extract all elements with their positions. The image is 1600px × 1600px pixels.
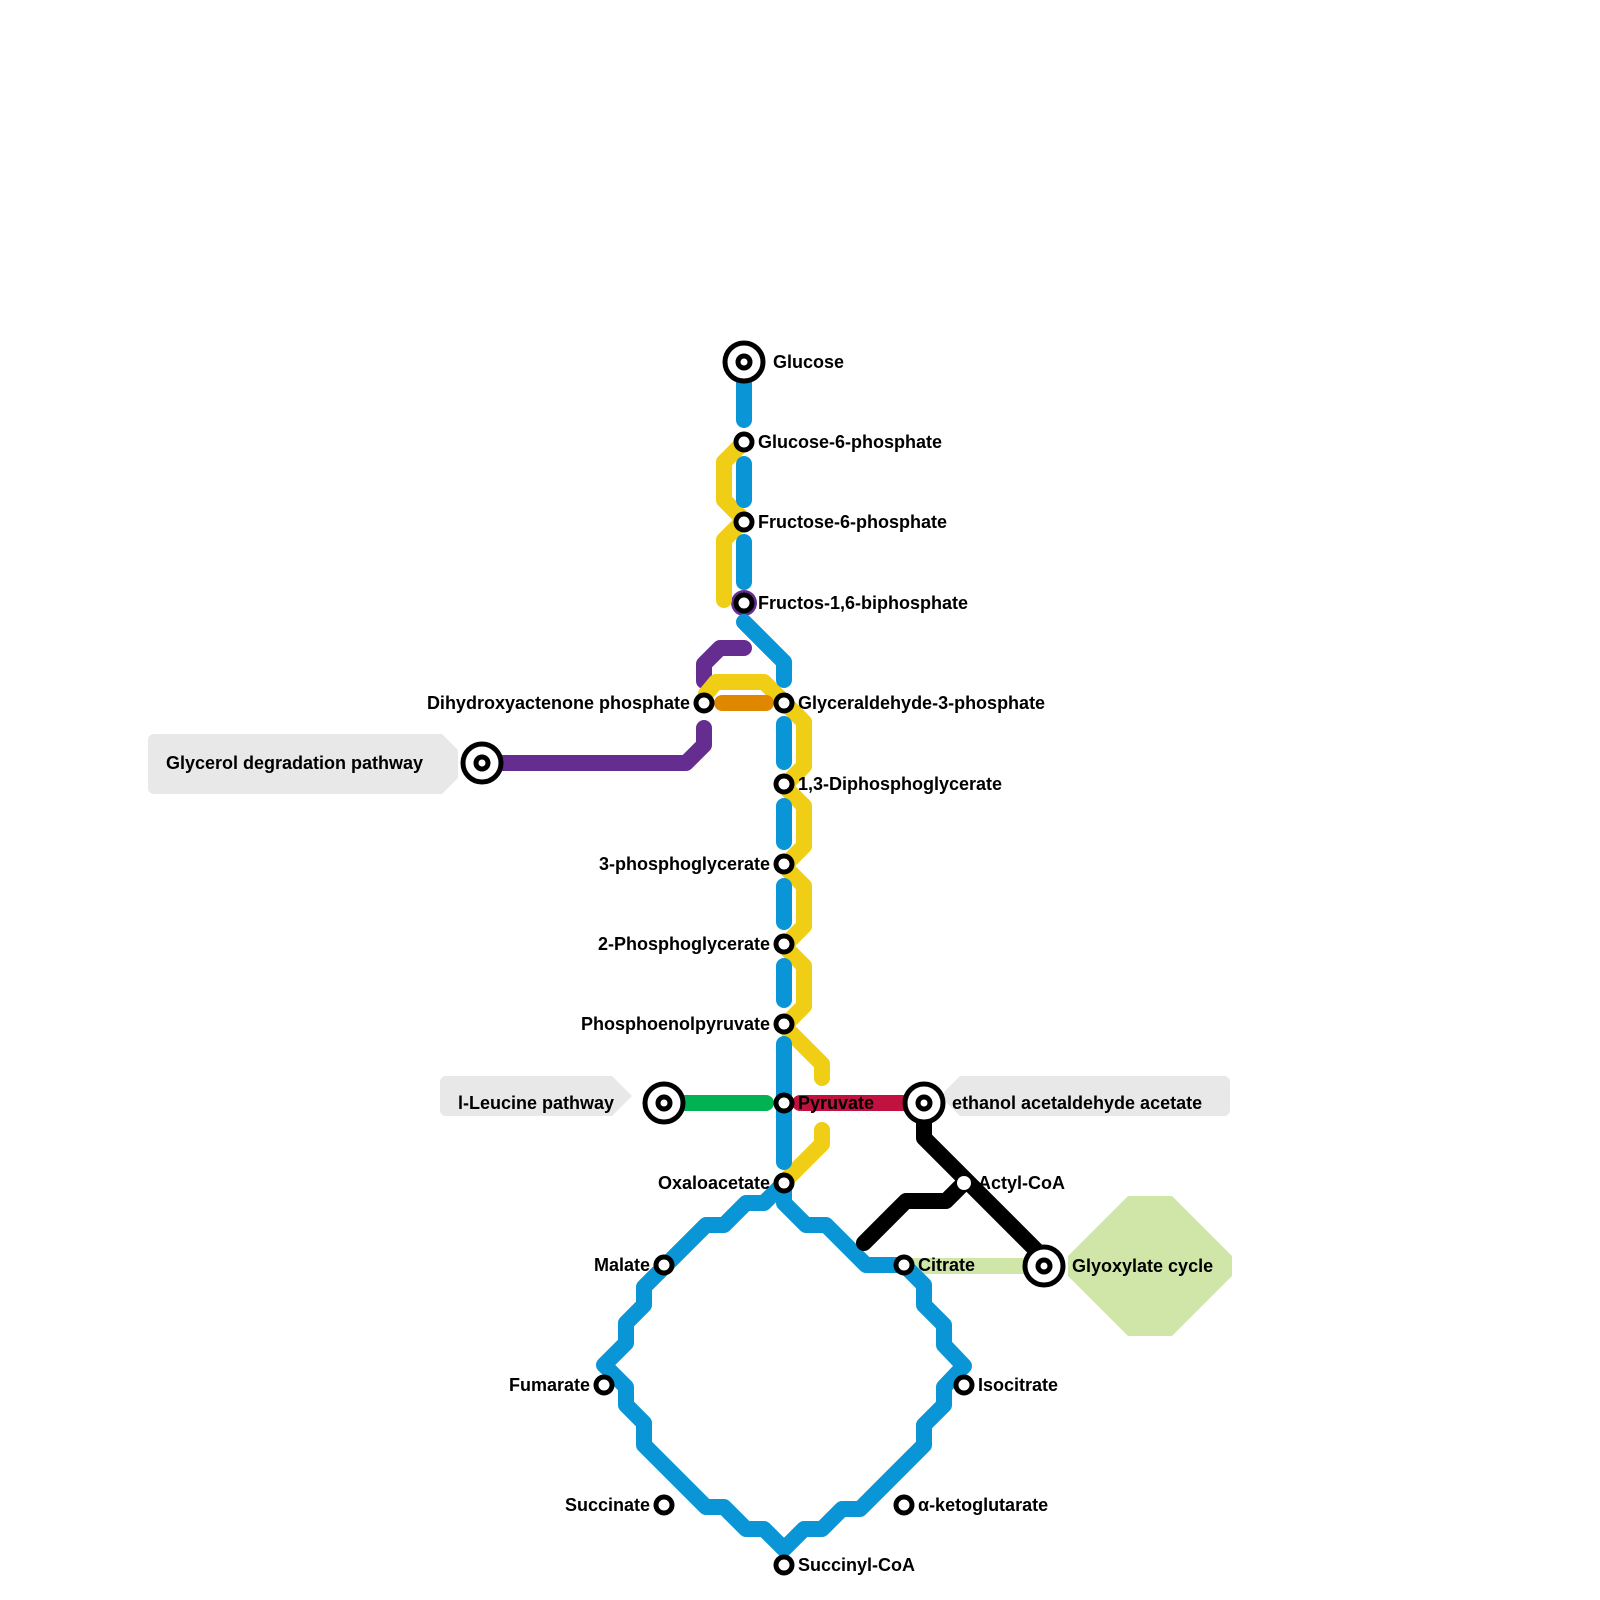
terminal-ethanol[interactable] bbox=[902, 1081, 946, 1125]
station-3pg[interactable] bbox=[773, 853, 795, 875]
station-13bpg[interactable] bbox=[773, 773, 795, 795]
station-glucose[interactable] bbox=[722, 340, 766, 384]
station-oxaloacetate[interactable] bbox=[773, 1172, 795, 1194]
label-acetyl-coa: Actyl-CoA bbox=[978, 1173, 1065, 1193]
label-pyruvate: Pyruvate bbox=[798, 1093, 874, 1113]
terminal-leucine[interactable] bbox=[642, 1081, 686, 1125]
label-leucine-terminal: l-Leucine pathway bbox=[458, 1093, 614, 1113]
station-2pg[interactable] bbox=[773, 933, 795, 955]
label-glucose: Glucose bbox=[773, 352, 844, 372]
label-malate: Malate bbox=[594, 1255, 650, 1275]
terminal-glyoxylate[interactable] bbox=[1022, 1244, 1066, 1288]
glycerol-upper-line bbox=[696, 640, 752, 689]
ethanol-terminal-box bbox=[940, 1076, 1230, 1116]
label-f6p: Fructose-6-phosphate bbox=[758, 512, 947, 532]
acetyl-citrate-line bbox=[856, 1175, 972, 1251]
station-succinyl-coa[interactable] bbox=[773, 1554, 795, 1576]
label-2pg: 2-Phosphoglycerate bbox=[598, 934, 770, 954]
station-g6p[interactable] bbox=[733, 431, 755, 453]
label-succinyl-coa: Succinyl-CoA bbox=[798, 1555, 915, 1575]
glycolysis-line-4 bbox=[736, 614, 792, 688]
station-malate[interactable] bbox=[653, 1254, 675, 1276]
gluconeogenesis-pyruvate-oxaloacetate-line bbox=[776, 1122, 830, 1190]
tca-cycle-line bbox=[596, 1175, 972, 1557]
label-g6p: Glucose-6-phosphate bbox=[758, 432, 942, 452]
station-pyruvate[interactable] bbox=[773, 1092, 795, 1114]
station-succinate[interactable] bbox=[653, 1494, 675, 1516]
terminal-glycerol[interactable] bbox=[460, 741, 504, 785]
label-akg: α-ketoglutarate bbox=[918, 1495, 1048, 1515]
label-glycerol-terminal: Glycerol degradation pathway bbox=[166, 753, 423, 773]
label-ethanol-terminal: ethanol acetaldehyde acetate bbox=[952, 1093, 1202, 1113]
label-succinate: Succinate bbox=[565, 1495, 650, 1515]
label-dhap: Dihydroxyactenone phosphate bbox=[427, 693, 690, 713]
label-f16bp: Fructos-1,6-biphosphate bbox=[758, 593, 968, 613]
label-oxaloacetate: Oxaloacetate bbox=[658, 1173, 770, 1193]
leucine-terminal-box bbox=[440, 1076, 632, 1116]
station-citrate[interactable] bbox=[893, 1254, 915, 1276]
label-g3p: Glyceraldehyde-3-phosphate bbox=[798, 693, 1045, 713]
station-acetyl-coa[interactable] bbox=[957, 1176, 971, 1190]
station-fumarate[interactable] bbox=[593, 1374, 615, 1396]
station-isocitrate[interactable] bbox=[953, 1374, 975, 1396]
label-glyoxylate-terminal: Glyoxylate cycle bbox=[1072, 1256, 1213, 1276]
station-pep[interactable] bbox=[773, 1013, 795, 1035]
station-akg[interactable] bbox=[893, 1494, 915, 1516]
gluconeogenesis-dhap-g3p-line bbox=[698, 674, 792, 710]
station-g3p[interactable] bbox=[773, 692, 795, 714]
label-13bpg: 1,3-Diphosphoglycerate bbox=[798, 774, 1002, 794]
station-f16bp[interactable] bbox=[733, 592, 755, 614]
label-citrate: Citrate bbox=[918, 1255, 975, 1275]
label-isocitrate: Isocitrate bbox=[978, 1375, 1058, 1395]
glycerol-line bbox=[474, 720, 712, 771]
label-pep: Phosphoenolpyruvate bbox=[581, 1014, 770, 1034]
glycerol-terminal-box bbox=[148, 734, 458, 794]
label-fumarate: Fumarate bbox=[509, 1375, 590, 1395]
glyoxylate-terminal-box bbox=[1068, 1196, 1232, 1336]
label-3pg: 3-phosphoglycerate bbox=[599, 854, 770, 874]
station-f6p[interactable] bbox=[733, 511, 755, 533]
station-dhap[interactable] bbox=[693, 692, 715, 714]
gluconeogenesis-upper-line bbox=[716, 434, 752, 608]
